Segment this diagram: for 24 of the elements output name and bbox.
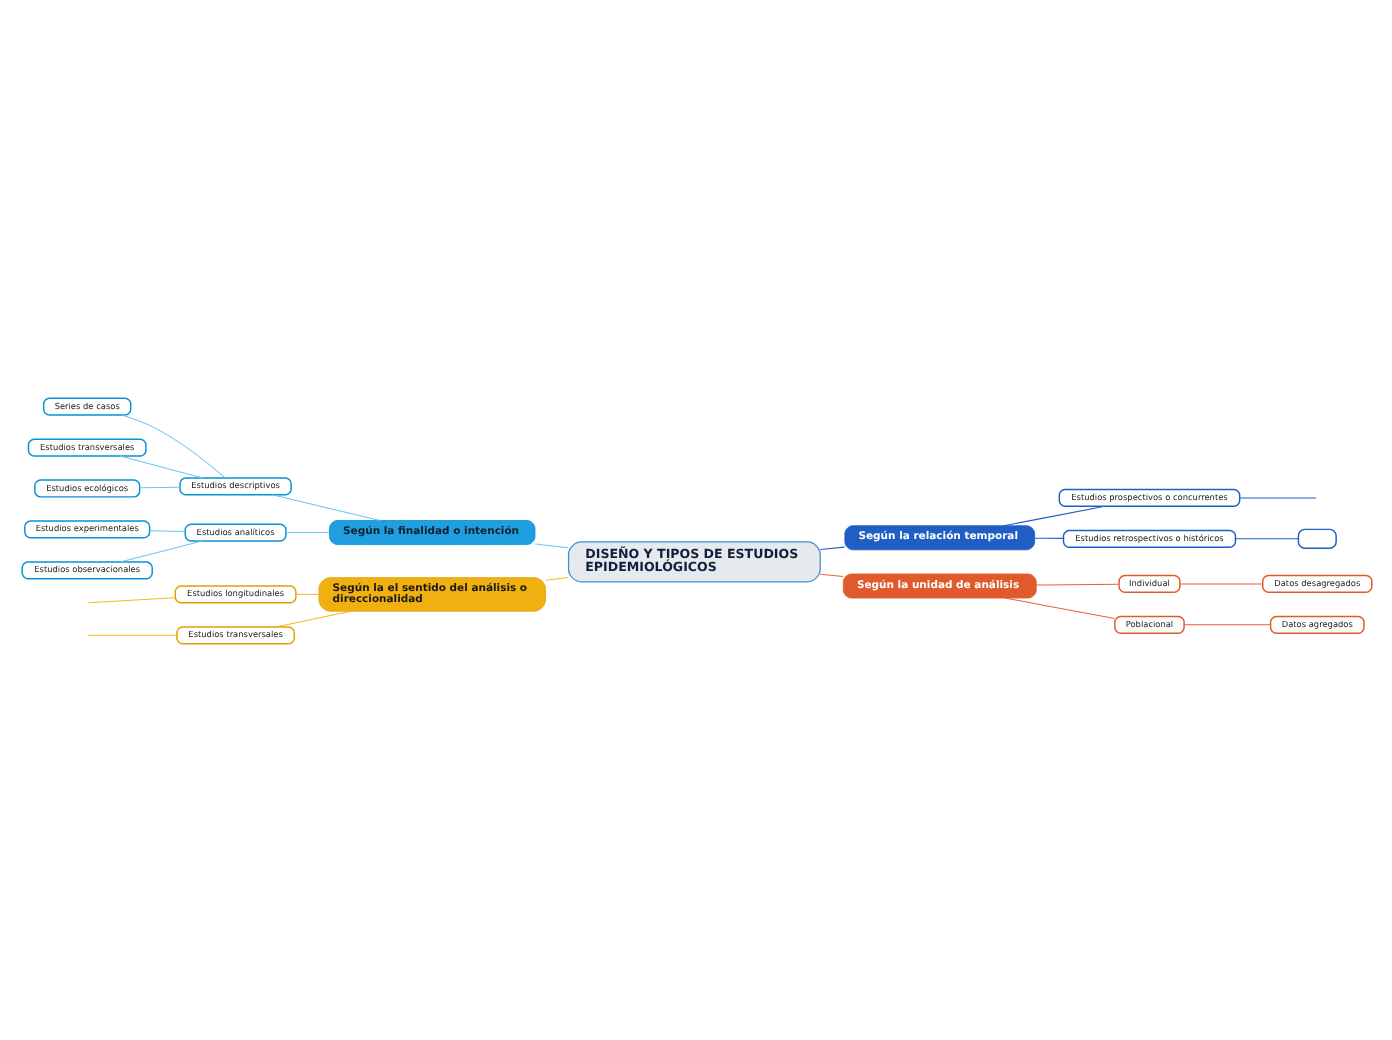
connector: [86, 633, 177, 635]
connector: [818, 572, 843, 577]
connector: [1003, 596, 1115, 619]
connector: [270, 493, 380, 520]
connector: [1002, 504, 1105, 526]
connector: [275, 609, 351, 627]
connector: [1034, 582, 1119, 585]
connector: [138, 485, 180, 488]
connector: [1234, 537, 1298, 539]
connector: [148, 529, 185, 531]
connector: [118, 454, 203, 478]
connector: [121, 413, 225, 478]
connector: [86, 596, 175, 603]
connector: [1178, 582, 1262, 584]
connector: [294, 592, 319, 594]
connector: [284, 531, 329, 533]
node-box: [1296, 527, 1336, 548]
connector: [818, 545, 845, 550]
connector: [1238, 496, 1316, 498]
connector: [119, 539, 202, 562]
connector: [1033, 536, 1063, 538]
connector: [1182, 623, 1270, 625]
connector: [533, 542, 568, 548]
connector: [544, 576, 568, 580]
